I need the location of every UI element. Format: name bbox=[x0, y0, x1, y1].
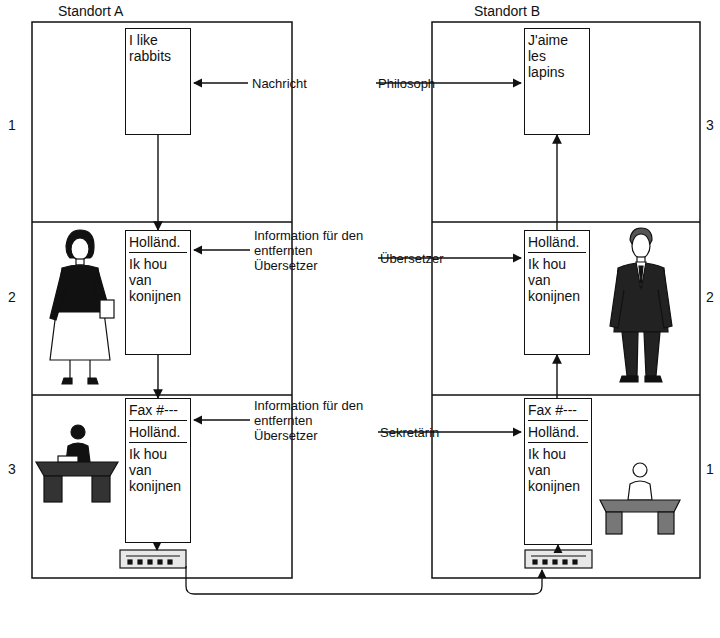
fax-machine bbox=[120, 550, 592, 568]
role-label: Sekretärin bbox=[380, 425, 480, 440]
leader-arrow bbox=[194, 83, 521, 432]
flow-arrow bbox=[157, 355, 158, 398]
box-header: Holländ. bbox=[528, 423, 588, 443]
message-text: I like rabbits bbox=[129, 31, 187, 66]
box-header: Fax #--- bbox=[129, 401, 187, 421]
message-text: J'aime les lapins bbox=[528, 31, 586, 82]
role-label: Übersetzer bbox=[380, 251, 480, 266]
callout-number: 2 bbox=[8, 290, 28, 305]
message-text: Ik hou van konijnen bbox=[129, 445, 187, 496]
label-heading: Standort A bbox=[58, 4, 178, 19]
role-label: Philosoph bbox=[378, 76, 478, 91]
fax-wire bbox=[157, 543, 558, 594]
site-frame bbox=[32, 22, 700, 578]
message-box: J'aime les lapins bbox=[524, 28, 590, 135]
box-header: Holländ. bbox=[129, 423, 187, 443]
message-box: Fax #---Holländ.Ik hou van konijnen bbox=[125, 398, 191, 543]
man-figure bbox=[610, 228, 672, 382]
secretary-desk bbox=[600, 463, 680, 534]
role-label: Nachricht bbox=[252, 76, 352, 91]
message-box: Holländ.Ik hou van konijnen bbox=[125, 230, 191, 355]
callout-number: 1 bbox=[8, 118, 28, 133]
woman-figure bbox=[50, 230, 114, 384]
note-label: Information für den entfernten Übersetze… bbox=[254, 398, 366, 443]
callout-number: 2 bbox=[706, 290, 720, 305]
box-header: Holländ. bbox=[129, 233, 187, 253]
note-label: Information für den entfernten Übersetze… bbox=[254, 228, 366, 273]
flow-arrow bbox=[157, 135, 158, 230]
box-header: Holländ. bbox=[528, 233, 586, 253]
message-box: I like rabbits bbox=[125, 28, 191, 135]
flow-arrow bbox=[556, 135, 557, 230]
secretary-desk bbox=[36, 425, 118, 502]
message-box: Holländ.Ik hou van konijnen bbox=[524, 230, 590, 355]
box-header: Fax #--- bbox=[528, 401, 588, 421]
flow-arrow bbox=[556, 355, 557, 398]
message-text: Ik hou van konijnen bbox=[528, 445, 588, 496]
label-heading: Standort B bbox=[474, 4, 594, 19]
callout-number: 1 bbox=[706, 462, 720, 477]
message-text: Ik hou van konijnen bbox=[129, 255, 187, 306]
message-text: Ik hou van konijnen bbox=[528, 255, 586, 306]
callout-number: 3 bbox=[706, 118, 720, 133]
message-box: Fax #---Holländ.Ik hou van konijnen bbox=[524, 398, 592, 545]
callout-number: 3 bbox=[8, 462, 28, 477]
